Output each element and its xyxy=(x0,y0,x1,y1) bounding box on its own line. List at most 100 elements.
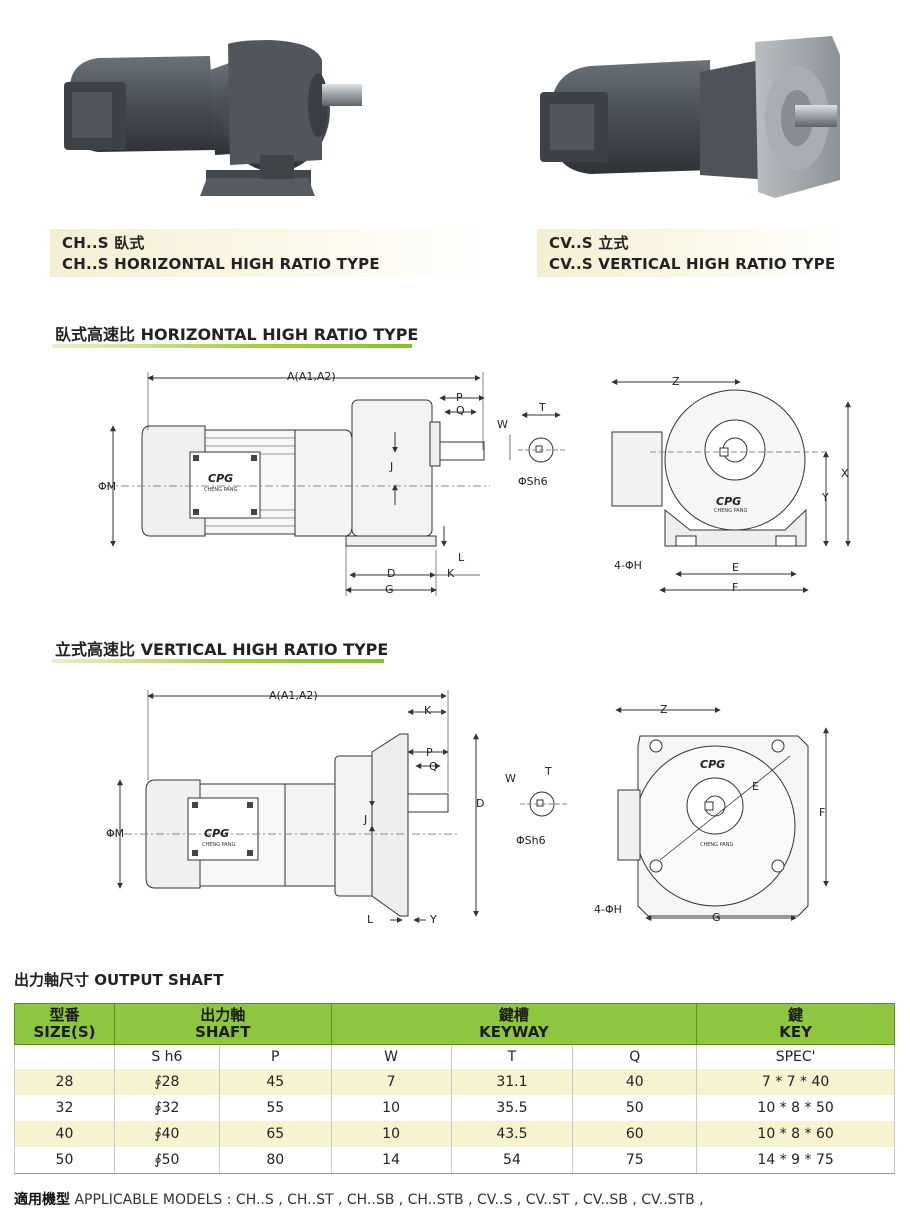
v-dim-a-label: A(A1,A2) xyxy=(269,689,318,702)
dim-g-label: G xyxy=(385,583,394,596)
v-dim-g-label: G xyxy=(712,911,721,924)
v-dim-d-label: D xyxy=(476,797,485,810)
table-cell: 50 xyxy=(14,1147,115,1174)
subheader-cell xyxy=(14,1044,115,1069)
v-dim-j-label: J xyxy=(364,813,368,826)
table-cell: 14 xyxy=(330,1147,452,1174)
vertical-section-rule xyxy=(52,659,384,663)
dim-d-label: D xyxy=(387,567,396,580)
subheader-cell: W xyxy=(330,1044,452,1069)
vertical-caption-line1: CV..S 立式 xyxy=(549,234,629,252)
dim-e-label: E xyxy=(732,561,739,574)
v-dim-y-label: Y xyxy=(430,913,437,926)
table-cell: 7 xyxy=(330,1069,452,1095)
vertical-motor-photo xyxy=(540,36,840,198)
subheader-cell: S h6 xyxy=(113,1044,220,1069)
dim-l-label: L xyxy=(458,551,465,564)
table-cell: 65 xyxy=(218,1121,332,1147)
subheader-cell: SPEC' xyxy=(696,1044,895,1069)
table-cell: 32 xyxy=(14,1095,115,1121)
horizontal-section-rule xyxy=(52,344,412,348)
table-cell: 54 xyxy=(450,1147,574,1174)
dim-t-label: T xyxy=(539,401,546,414)
brand-sub-h: CHENG PANG xyxy=(204,487,238,493)
table-cell: 10 xyxy=(330,1121,452,1147)
applicable-models-text: APPLICABLE MODELS : CH..S , CH..ST , CH.… xyxy=(70,1192,704,1208)
subheader-cell: T xyxy=(450,1044,574,1069)
output-shaft-title: 出力軸尺寸 OUTPUT SHAFT xyxy=(14,971,224,989)
v-dim-k-label: K xyxy=(424,704,432,717)
dim-h-label: 4-ΦH xyxy=(614,559,642,572)
vertical-section-title: 立式高速比 VERTICAL HIGH RATIO TYPE xyxy=(55,640,389,659)
v-dim-f-label: F xyxy=(819,806,826,819)
subheader-cell: P xyxy=(218,1044,332,1069)
table-cell: 31.1 xyxy=(450,1069,574,1095)
dim-k-label: K xyxy=(447,567,455,580)
table-row: 28 ∮28 45 7 31.1 40 7 * 7 * 40 xyxy=(14,1069,895,1095)
v-dim-w-label: W xyxy=(505,772,516,785)
table-cell: ∮32 xyxy=(113,1095,220,1121)
table-row: 32 ∮32 55 10 35.5 50 10 * 8 * 50 xyxy=(14,1095,895,1121)
table-cell: 28 xyxy=(14,1069,115,1095)
dim-a-label: A(A1,A2) xyxy=(287,370,336,383)
table-cell: 75 xyxy=(572,1147,698,1174)
applicable-models-label: 適用機型 xyxy=(14,1192,70,1208)
horizontal-caption-line2: CH..S HORIZONTAL HIGH RATIO TYPE xyxy=(62,255,380,273)
table-cell: 7 * 7 * 40 xyxy=(696,1069,895,1095)
dim-x-label: X xyxy=(841,467,849,480)
vertical-caption-line2: CV..S VERTICAL HIGH RATIO TYPE xyxy=(549,255,836,273)
horizontal-caption-line1: CH..S 臥式 xyxy=(62,234,145,252)
vertical-drawing xyxy=(108,690,829,923)
table-cell: ∮28 xyxy=(113,1069,220,1095)
product-photos xyxy=(64,36,840,198)
v-dim-e-label: E xyxy=(752,780,759,793)
horizontal-drawing xyxy=(105,372,851,596)
table-cell: 45 xyxy=(218,1069,332,1095)
horizontal-caption-band: CH..S 臥式 CH..S HORIZONTAL HIGH RATIO TYP… xyxy=(50,229,490,277)
brand-logo-flange: CPG xyxy=(700,758,726,771)
table-cell: 10 * 8 * 50 xyxy=(696,1095,895,1121)
brand-logo-side: CPG xyxy=(716,495,742,508)
vertical-caption-band: CV..S 立式 CV..S VERTICAL HIGH RATIO TYPE xyxy=(537,229,847,277)
horizontal-motor-photo xyxy=(64,40,362,196)
table-cell: 43.5 xyxy=(450,1121,574,1147)
table-cell: ∮40 xyxy=(113,1121,220,1147)
brand-sub-v: CHENG PANG xyxy=(202,842,236,848)
dim-y-label: Y xyxy=(822,491,829,504)
table-cell: ∮50 xyxy=(113,1147,220,1174)
dim-p-label: P xyxy=(456,391,463,404)
brand-sub-side: CHENG PANG xyxy=(714,508,748,514)
table-cell: 80 xyxy=(218,1147,332,1174)
brand-sub-flange: CHENG PANG xyxy=(700,842,734,848)
table-cell: 35.5 xyxy=(450,1095,574,1121)
table-cell: 50 xyxy=(572,1095,698,1121)
table-row: 50 ∮50 80 14 54 75 14 * 9 * 75 xyxy=(14,1147,895,1174)
dim-f-label: F xyxy=(732,581,739,594)
v-dim-t-label: T xyxy=(545,765,552,778)
applicable-models-note: 適用機型 APPLICABLE MODELS : CH..S , CH..ST … xyxy=(14,1189,704,1209)
table-cell: 55 xyxy=(218,1095,332,1121)
table-cell: 10 xyxy=(330,1095,452,1121)
brand-logo-h: CPG xyxy=(208,472,234,485)
v-dim-l-label: L xyxy=(367,913,374,926)
v-dim-m-label: ΦM xyxy=(106,827,125,840)
horizontal-section-title: 臥式高速比 HORIZONTAL HIGH RATIO TYPE xyxy=(55,325,419,344)
subheader-cell: Q xyxy=(572,1044,698,1069)
table-subheader-row: S h6 P W T Q SPEC' xyxy=(14,1044,895,1069)
table-cell: 10 * 8 * 60 xyxy=(696,1121,895,1147)
table-cell: 14 * 9 * 75 xyxy=(696,1147,895,1174)
table-cell: 40 xyxy=(14,1121,115,1147)
brand-logo-v: CPG xyxy=(204,827,230,840)
v-dim-h-label: 4-ΦH xyxy=(594,903,622,916)
v-dim-sh6-label: ΦSh6 xyxy=(516,834,546,847)
table-row: 40 ∮40 65 10 43.5 60 10 * 8 * 60 xyxy=(14,1121,895,1147)
v-dim-p-label: P xyxy=(426,746,433,759)
dim-j-label: J xyxy=(390,460,394,473)
v-dim-q-label: Q xyxy=(429,760,438,773)
